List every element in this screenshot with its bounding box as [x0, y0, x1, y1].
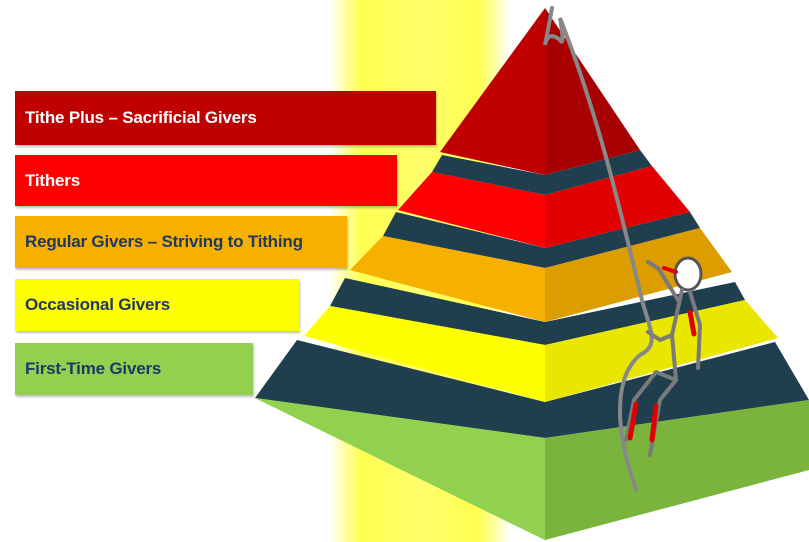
pyramid-tier-regular-givers: [350, 212, 732, 322]
tier-label-text: First-Time Givers: [25, 359, 162, 378]
climbing-rope-icon: [543, 6, 654, 492]
pyramid-tier-first-time-givers: [255, 340, 809, 540]
tier-label-text: Tithers: [25, 170, 80, 190]
tier-label-occasional-givers: Occasional Givers: [15, 279, 299, 331]
tier-label-text: Regular Givers – Striving to Tithing: [25, 232, 303, 251]
tier-label-text: Tithe Plus – Sacrificial Givers: [25, 108, 257, 127]
tier-label-tithers: Tithers: [15, 155, 397, 206]
stick-figure-climber-icon: [624, 256, 703, 457]
tier-label-regular-givers: Regular Givers – Striving to Tithing: [15, 216, 347, 268]
tier-label-text: Occasional Givers: [25, 295, 170, 314]
pyramid-tier-tithe-plus: [440, 8, 640, 175]
tier-label-first-time-givers: First-Time Givers: [15, 343, 253, 395]
tier-label-tithe-plus: Tithe Plus – Sacrificial Givers: [15, 91, 436, 145]
